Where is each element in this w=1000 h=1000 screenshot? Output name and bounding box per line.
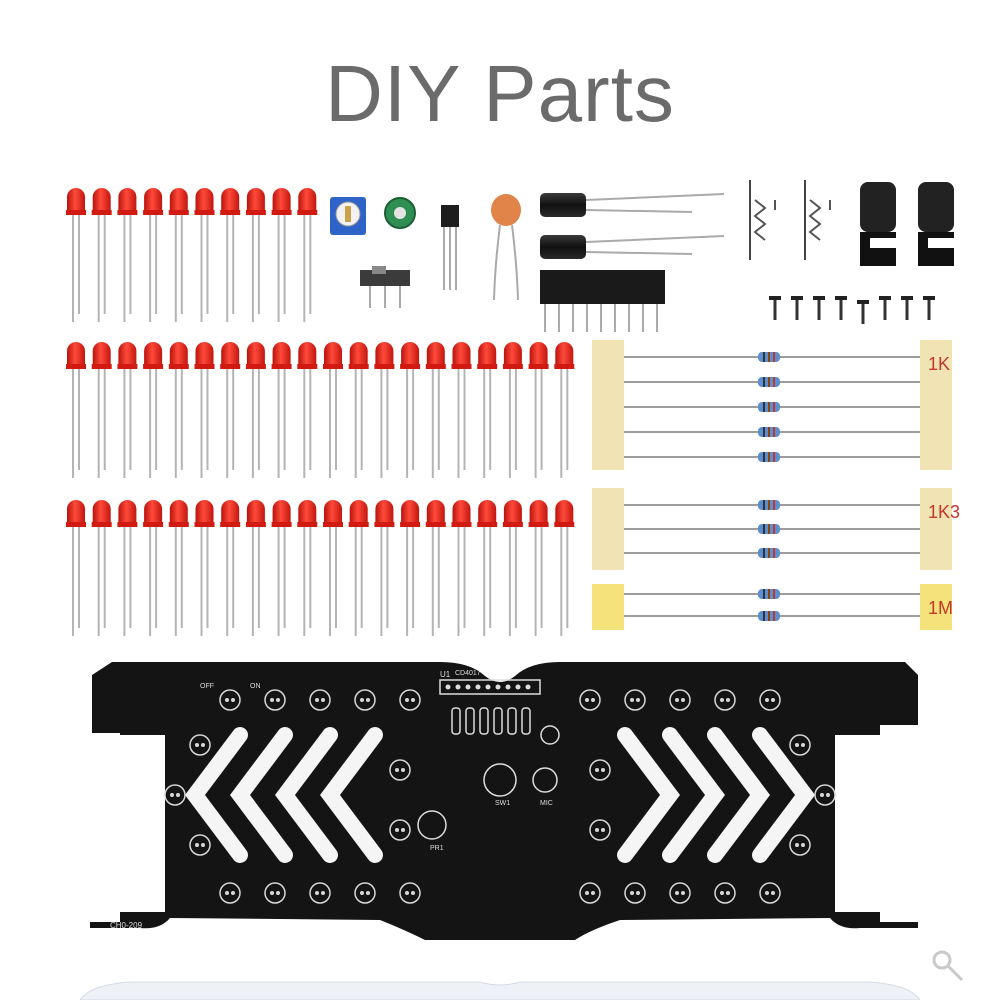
red-led	[91, 500, 112, 636]
red-led	[323, 342, 343, 478]
red-led	[502, 342, 523, 478]
microphone	[384, 197, 416, 229]
ic-chip	[540, 270, 665, 332]
red-led	[143, 188, 164, 322]
red-led	[271, 188, 292, 322]
pcb-label-model: CH0-209	[110, 921, 143, 930]
red-led	[528, 500, 549, 636]
red-led	[451, 500, 472, 636]
led-row-bottom	[66, 500, 575, 636]
battery-springs	[749, 180, 831, 260]
red-led	[554, 342, 575, 478]
red-led	[220, 500, 241, 636]
resistor-tape-label: 1K3	[928, 502, 960, 522]
led-row-top	[66, 188, 318, 322]
red-led	[117, 188, 138, 322]
red-led	[143, 500, 164, 636]
red-led	[477, 342, 498, 478]
red-led	[400, 342, 421, 478]
pcb-label-off: OFF	[200, 683, 214, 690]
pcb-label-u1: U1	[440, 670, 451, 679]
red-led	[323, 500, 343, 636]
red-led	[245, 500, 266, 636]
red-led	[220, 342, 241, 478]
red-led	[117, 500, 138, 636]
page-title: DIY Parts	[325, 49, 675, 138]
red-led	[66, 188, 86, 322]
red-led	[220, 188, 241, 322]
led-row-middle	[66, 342, 575, 478]
red-led	[245, 188, 266, 322]
red-led	[348, 500, 369, 636]
red-led	[374, 342, 395, 478]
red-led	[66, 342, 86, 478]
pcb-arrow-cutouts	[185, 727, 815, 863]
battery-holders	[860, 182, 954, 266]
pcb-silkscreen: U1 CD4017 OFF ON CH0-209 SW1 PR1 MIC	[110, 670, 560, 930]
red-led	[425, 500, 446, 636]
slide-switch	[360, 266, 410, 308]
red-led	[502, 500, 523, 636]
electrolytic-capacitors	[540, 193, 725, 259]
pcb-label-on: ON	[250, 683, 261, 690]
red-led	[194, 188, 215, 322]
red-led	[297, 500, 318, 636]
red-led	[194, 342, 215, 478]
pcb-led-pads	[164, 684, 836, 904]
red-led	[91, 342, 112, 478]
red-led	[271, 342, 292, 478]
red-led	[66, 500, 86, 636]
plastic-case	[79, 981, 921, 1000]
ceramic-capacitor	[491, 194, 521, 301]
red-led	[374, 500, 395, 636]
red-led	[400, 500, 421, 636]
pcb-label-chip: CD4017	[455, 670, 481, 677]
red-led	[117, 342, 138, 478]
zoom-icon[interactable]	[932, 950, 964, 982]
red-led	[168, 500, 189, 636]
red-led	[451, 342, 472, 478]
potentiometer	[330, 197, 366, 235]
pcb-label-mic: MIC	[540, 800, 553, 807]
pcb-label-pr1: PR1	[430, 845, 444, 852]
screws	[769, 296, 935, 324]
red-led	[477, 500, 498, 636]
transistor	[441, 205, 459, 290]
red-led	[168, 342, 189, 478]
red-led	[245, 342, 266, 478]
red-led	[271, 500, 292, 636]
red-led	[554, 500, 575, 636]
red-led	[194, 500, 215, 636]
red-led	[297, 188, 318, 322]
red-led	[425, 342, 446, 478]
red-led	[297, 342, 318, 478]
resistor-strips: 1K 1K3 1M	[592, 340, 960, 630]
red-led	[348, 342, 369, 478]
resistor-tape-label: 1M	[928, 598, 953, 618]
red-led	[528, 342, 549, 478]
resistor-tape-label: 1K	[928, 354, 950, 374]
red-led	[143, 342, 164, 478]
pcb-label-sw1: SW1	[495, 800, 510, 807]
red-led	[168, 188, 189, 322]
red-led	[91, 188, 112, 322]
